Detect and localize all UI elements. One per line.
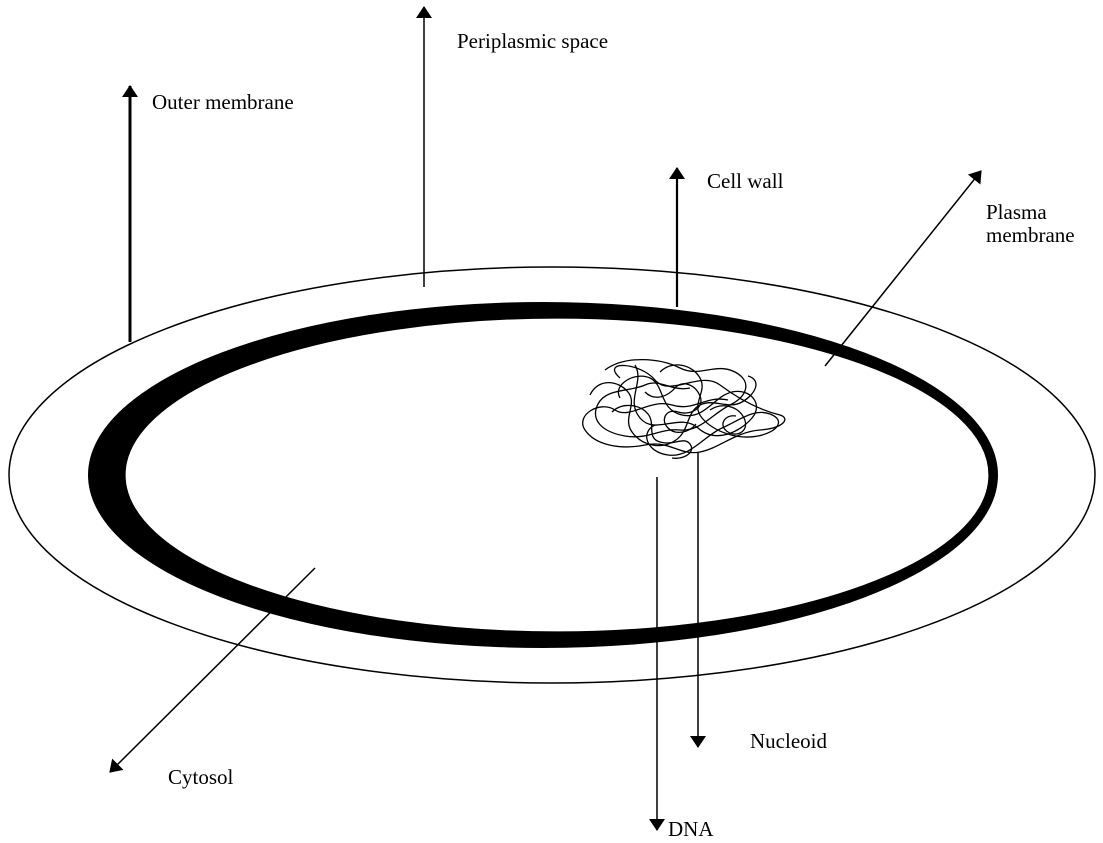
cytosol-arrow bbox=[110, 568, 315, 772]
outer-membrane-ellipse bbox=[9, 267, 1095, 683]
dna-label: DNA bbox=[668, 817, 714, 841]
plasma-membrane-label-line1: Plasma bbox=[986, 200, 1047, 224]
outer-membrane-label: Outer membrane bbox=[152, 90, 294, 114]
dna-tangle bbox=[583, 360, 785, 459]
cell-wall-band bbox=[88, 302, 998, 648]
cell-wall-label: Cell wall bbox=[707, 169, 784, 193]
periplasmic-space-label: Periplasmic space bbox=[457, 29, 608, 53]
plasma-membrane-ellipse bbox=[125, 318, 989, 632]
plasma-membrane-label-line2: membrane bbox=[986, 223, 1075, 247]
nucleoid-label: Nucleoid bbox=[750, 729, 827, 753]
cytosol-label: Cytosol bbox=[168, 765, 234, 789]
